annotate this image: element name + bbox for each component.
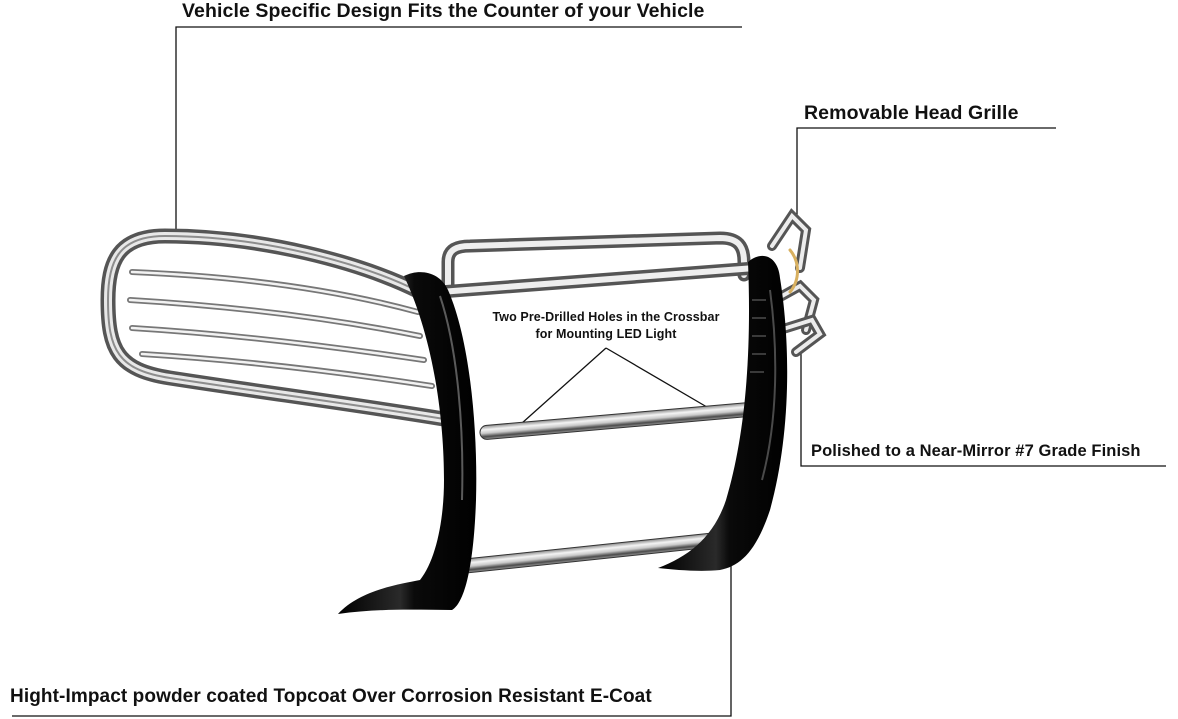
callout-vehicle-specific: Vehicle Specific Design Fits the Counter… bbox=[182, 0, 705, 22]
top-hoop bbox=[433, 231, 762, 299]
leader-vehicle-specific bbox=[175, 26, 742, 236]
leader-removable-grille bbox=[796, 127, 1056, 215]
left-headlight-guard bbox=[100, 228, 458, 428]
callout-polished-finish: Polished to a Near-Mirror #7 Grade Finis… bbox=[811, 442, 1141, 460]
callout-removable-grille: Removable Head Grille bbox=[804, 102, 1019, 124]
leader-holes-right bbox=[605, 347, 713, 411]
right-upright bbox=[658, 255, 788, 571]
leader-powder-coat bbox=[12, 558, 732, 717]
left-upright bbox=[338, 272, 477, 614]
upper-crossbar bbox=[479, 402, 756, 440]
callout-pre-drilled-holes: Two Pre-Drilled Holes in the Crossbar fo… bbox=[470, 309, 742, 343]
callout-pre-drilled-line1: Two Pre-Drilled Holes in the Crossbar bbox=[492, 310, 720, 324]
callout-pre-drilled-line2: for Mounting LED Light bbox=[535, 327, 677, 341]
leader-holes-left bbox=[511, 347, 607, 433]
right-headlight-guard bbox=[767, 208, 827, 357]
leader-polished-finish bbox=[800, 352, 1166, 467]
leader-lines bbox=[12, 26, 1166, 717]
callout-powder-coat: Hight-Impact powder coated Topcoat Over … bbox=[10, 686, 652, 707]
